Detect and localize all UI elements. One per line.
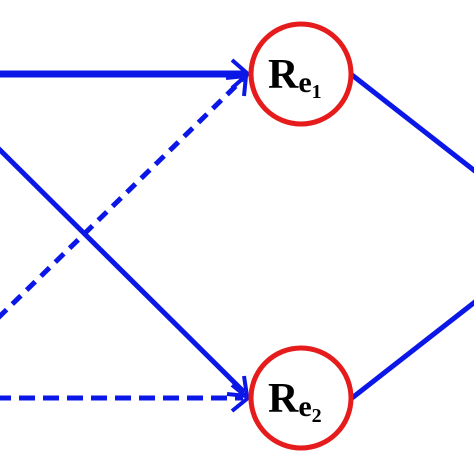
- arrowhead-diagonal-re1: [225, 73, 249, 97]
- edge-solid-diagonal-to-re2: [0, 146, 246, 394]
- node-re1-label-subsub: 1: [312, 81, 322, 103]
- node-re1: Re1: [248, 21, 354, 127]
- node-re1-label: Re1: [268, 52, 322, 103]
- node-re2-label-sub: e: [298, 390, 311, 423]
- node-re1-circle: [248, 21, 354, 127]
- node-re2-label-main: R: [268, 376, 299, 422]
- edge-re2-outgoing: [350, 299, 474, 400]
- node-re2-label: Re2: [268, 376, 322, 427]
- node-re1-label-sub: e: [298, 66, 311, 99]
- edge-re1-outgoing: [350, 73, 474, 174]
- arrowhead-bottom-re2: [230, 383, 252, 413]
- node-re2: Re2: [248, 345, 354, 451]
- node-re2-label-subsub: 2: [312, 405, 322, 427]
- node-re1-label-main: R: [268, 52, 299, 98]
- edge-dashed-diagonal-to-re1: [0, 78, 244, 320]
- node-re2-circle: [248, 345, 354, 451]
